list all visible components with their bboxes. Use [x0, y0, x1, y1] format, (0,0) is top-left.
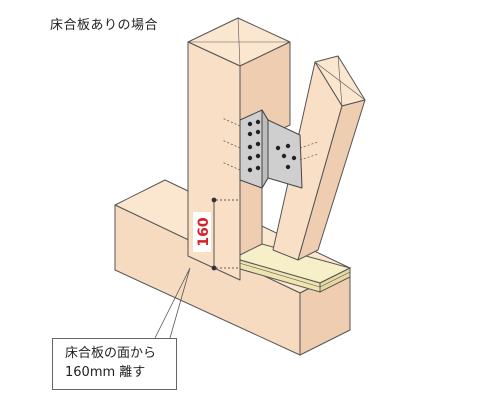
- callout-box: 床合板の面から 160mm 離す: [52, 338, 177, 390]
- dimension-line: [211, 197, 240, 271]
- diagonal-brace: [272, 55, 366, 261]
- callout-line1: 床合板の面から: [65, 346, 157, 361]
- diagram-title: 床合板ありの場合: [50, 18, 159, 33]
- screw-guides: [221, 117, 319, 171]
- callout-pointer: [154, 267, 191, 339]
- dimension-value: 160: [196, 217, 212, 246]
- screw-holes: [247, 119, 297, 173]
- dimension-label-bg: [193, 212, 211, 252]
- callout-line2: 160mm 離す: [65, 365, 146, 380]
- floor-plywood: [231, 243, 352, 293]
